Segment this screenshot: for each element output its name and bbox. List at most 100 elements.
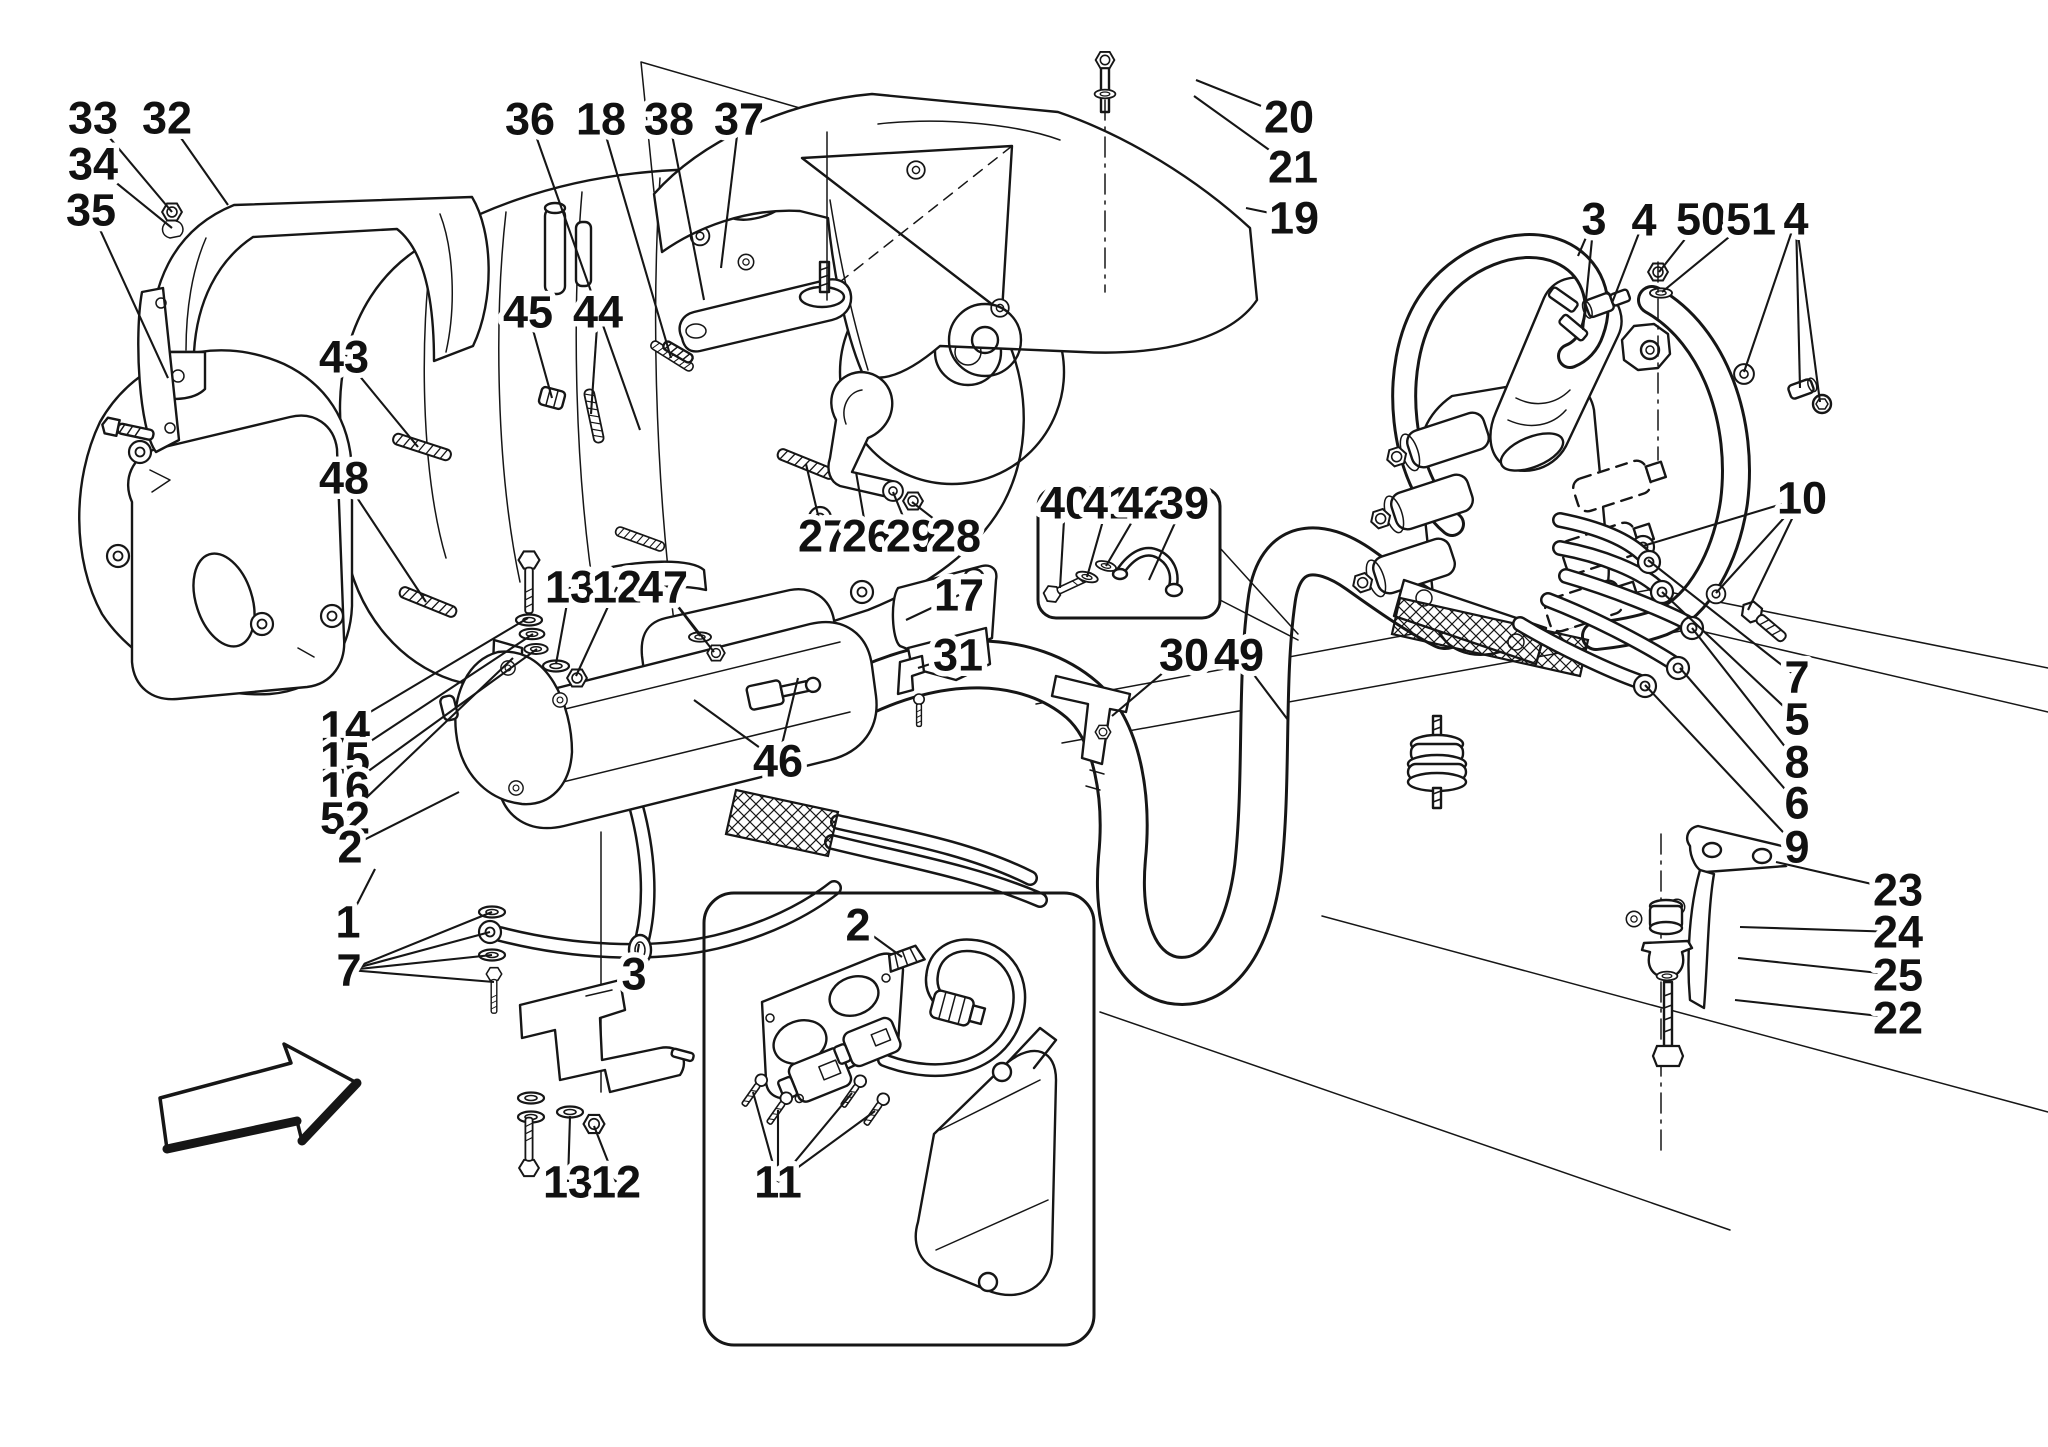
- leader-line-49: [1238, 654, 1289, 721]
- rubber-mount: [1406, 714, 1468, 810]
- leader-line-43: [343, 356, 419, 448]
- leader-line-1: [347, 868, 376, 923]
- heat-shield-19: [640, 50, 1259, 379]
- sensor-1: [777, 1047, 853, 1104]
- callout-label-7-33: 7: [1784, 652, 1809, 703]
- leader-line-34: [92, 163, 173, 229]
- leader-line-25: [1737, 956, 1899, 977]
- leader-line-30: [1111, 654, 1185, 717]
- sensor-2: [833, 1016, 902, 1068]
- callout-label-17-24: 17: [934, 570, 984, 621]
- nut-20: [1094, 50, 1116, 70]
- bolt-35: [101, 416, 155, 441]
- callout-label-38-6: 38: [644, 94, 694, 145]
- callout-label-19-10: 19: [1269, 193, 1319, 244]
- hose-clamp-3b: [1558, 313, 1589, 342]
- leader-line-6: [1679, 667, 1798, 804]
- hose-clamp: [627, 933, 653, 967]
- union-fitting-4: [1581, 288, 1632, 319]
- banjo-hoses: [1512, 512, 1705, 699]
- callout-label-14-42: 14: [320, 702, 370, 753]
- callout-label-32-1: 32: [142, 93, 192, 144]
- parts-box-39: [1036, 486, 1299, 641]
- connector-plug: [929, 989, 987, 1027]
- callout-label-50-13: 50: [1676, 194, 1726, 245]
- callout-label-43-16: 43: [319, 332, 369, 383]
- leader-line-52: [344, 657, 514, 819]
- leader-line-5: [1661, 591, 1798, 720]
- callout-label-6-36: 6: [1784, 778, 1809, 829]
- leader-line-48: [343, 477, 427, 603]
- leader-line-3: [1581, 218, 1596, 331]
- callout-label-3-49: 3: [621, 949, 646, 1000]
- callout-label-16-44: 16: [320, 763, 370, 814]
- washer-21: [1093, 88, 1117, 100]
- callout-label-34-2: 34: [68, 139, 118, 190]
- leader-line-10: [1715, 497, 1803, 594]
- callout-label-23-54: 23: [1873, 865, 1923, 916]
- leader-line-7: [348, 968, 495, 984]
- leader-line-11: [777, 1110, 876, 1183]
- hose-clamp-3: [1547, 286, 1579, 313]
- callout-label-4-12: 4: [1631, 195, 1656, 246]
- leader-line-7: [348, 953, 493, 972]
- leader-line-42: [1105, 502, 1144, 567]
- leader-line-19: [1245, 206, 1295, 220]
- callout-label-51-14: 51: [1726, 194, 1776, 245]
- leader-line-3: [632, 943, 641, 975]
- leader-line-37: [719, 118, 741, 269]
- callout-label-39-30: 39: [1159, 478, 1209, 529]
- callout-label-27-20: 27: [798, 511, 848, 562]
- leader-line-39: [1148, 502, 1185, 581]
- callout-label-28-23: 28: [931, 511, 981, 562]
- leader-line-46: [693, 699, 779, 762]
- callout-label-30-31: 30: [1159, 630, 1209, 681]
- leader-line-50: [1658, 218, 1702, 273]
- hardware-10: [1630, 534, 1787, 643]
- manifold-block: [1620, 261, 1673, 461]
- p-clamp-26: [827, 370, 924, 511]
- callout-label-2-53: 2: [845, 900, 870, 951]
- leader-line-23: [1775, 860, 1899, 892]
- hydraulic-hose-49: [821, 526, 1470, 1006]
- leader-line-26: [854, 471, 869, 537]
- callout-label-36-4: 36: [505, 94, 555, 145]
- leader-line-24: [1739, 925, 1899, 934]
- leader-line-36: [529, 118, 641, 431]
- bleed-fitting: [745, 676, 822, 711]
- callout-label-11-52: 11: [754, 1157, 802, 1208]
- leader-line-33: [92, 117, 173, 213]
- leader-line-31: [917, 654, 959, 669]
- callout-label-21-9: 21: [1268, 142, 1318, 193]
- leader-line-10: [1747, 497, 1803, 611]
- callout-label-1-47: 1: [335, 897, 360, 948]
- callout-label-41-28: 41: [1083, 478, 1133, 529]
- callout-label-12-39: 12: [592, 562, 642, 613]
- chassis-frame: [1035, 588, 2048, 1231]
- leader-line-11: [751, 1091, 780, 1183]
- leader-line-35: [90, 209, 169, 379]
- callout-label-12-51: 12: [591, 1157, 641, 1208]
- callout-label-7-48: 7: [336, 945, 361, 996]
- leader-line-27: [804, 463, 825, 537]
- leader-line-46: [776, 677, 800, 762]
- callout-label-48-17: 48: [319, 453, 369, 504]
- leader-line-4: [1794, 218, 1802, 389]
- cover-shield-32: [101, 195, 490, 454]
- leader-line-51: [1661, 218, 1752, 293]
- banjo-hardware-7: [477, 905, 507, 1014]
- callout-label-22-57: 22: [1873, 993, 1923, 1044]
- leader-line-29: [892, 491, 912, 537]
- leader-line-2: [857, 924, 903, 958]
- hose-bracket-30: [1050, 674, 1132, 791]
- support-bracket-assembly: [1640, 824, 1793, 1151]
- leader-line-13: [554, 586, 572, 665]
- callout-label-2-46: 2: [337, 822, 362, 873]
- callout-label-10-26: 10: [1777, 473, 1827, 524]
- callout-label-20-8: 20: [1264, 92, 1314, 143]
- callout-label-31-25: 31: [933, 630, 983, 681]
- callout-label-13-50: 13: [543, 1157, 593, 1208]
- actuator-hoses: [492, 788, 1048, 967]
